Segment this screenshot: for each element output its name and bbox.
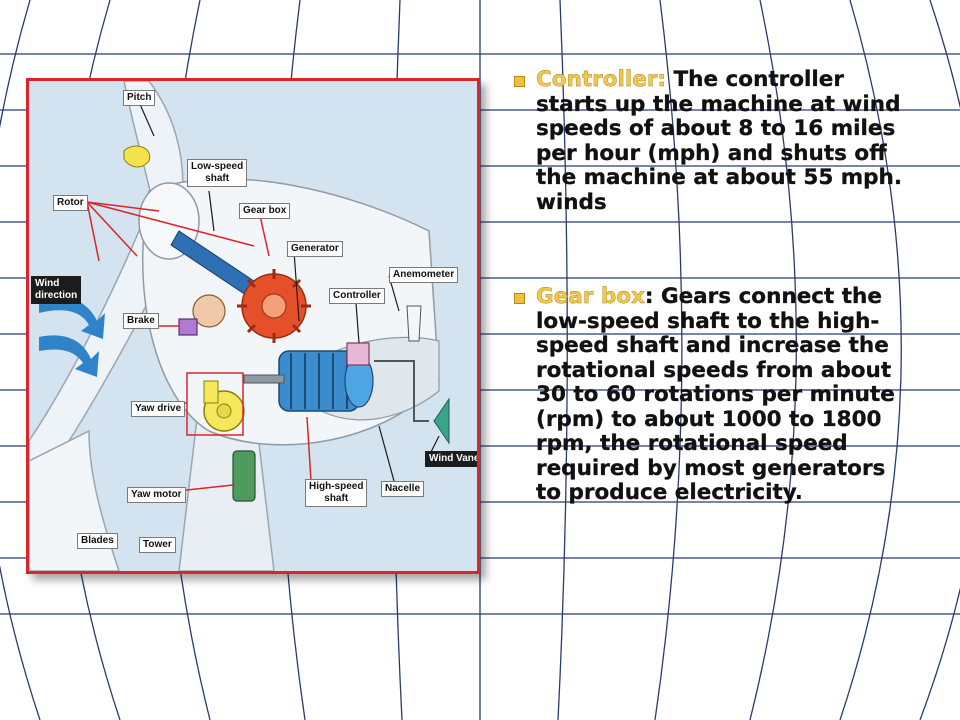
- label-brake: Brake: [123, 313, 159, 329]
- bullet-controller: Controller: The controller starts up the…: [514, 67, 914, 215]
- label-nacelle: Nacelle: [381, 481, 425, 497]
- label-tower: Tower: [139, 537, 176, 553]
- label-controller: Controller: [329, 288, 385, 304]
- bullet-marker: [514, 76, 525, 87]
- gear-icon: [237, 269, 311, 343]
- label-rotor: Rotor: [53, 195, 88, 211]
- label-gear-box: Gear box: [239, 203, 291, 219]
- bullet-gear-box: Gear box: Gears connect the low-speed sh…: [514, 284, 914, 506]
- bullet-text: : Gears connect the low-speed shaft to t…: [536, 284, 895, 505]
- turbine-illustration: [29, 81, 477, 571]
- label-low-speed-shaft: Low-speed shaft: [187, 159, 248, 187]
- generator-icon: [278, 350, 374, 412]
- label-pitch: Pitch: [123, 90, 156, 106]
- label-anemometer: Anemometer: [389, 267, 459, 283]
- label-blades: Blades: [77, 533, 118, 549]
- label-wind-vane: Wind Vane: [425, 451, 477, 467]
- bullet-list: Controller: The controller starts up the…: [514, 67, 914, 506]
- bullet-term: Gear box: [536, 284, 645, 309]
- bullet-marker: [514, 293, 525, 304]
- label-yaw-drive: Yaw drive: [131, 401, 186, 417]
- label-generator: Generator: [287, 241, 343, 257]
- label-high-speed-shaft: High-speed shaft: [305, 479, 368, 507]
- wind-turbine-diagram: Pitch Low-speed shaft Rotor Gear box Gen…: [26, 78, 480, 574]
- bullet-text: The controller starts up the machine at …: [536, 67, 903, 215]
- label-yaw-motor: Yaw motor: [127, 487, 186, 503]
- label-wind-direction: Wind direction: [31, 276, 82, 304]
- bullet-tail: .: [794, 480, 803, 505]
- bullet-term: Controller:: [536, 67, 667, 92]
